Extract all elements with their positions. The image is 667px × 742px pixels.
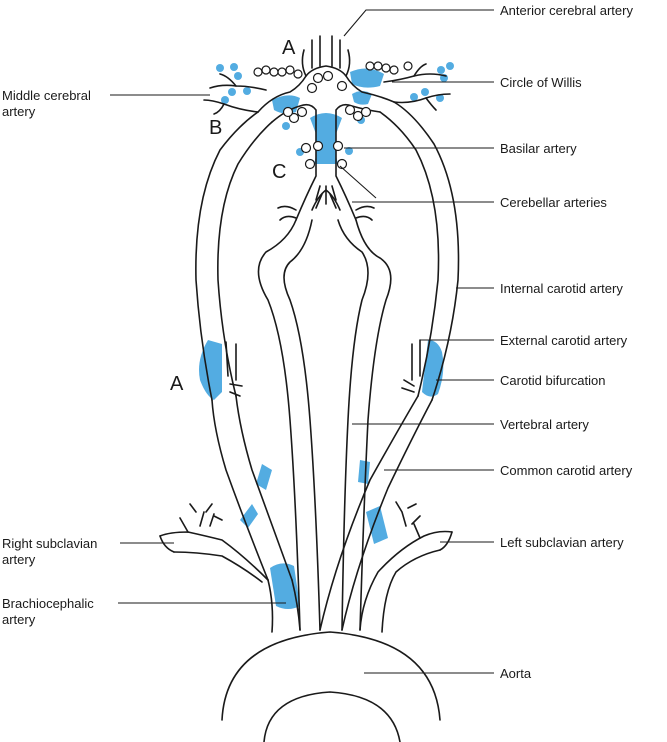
embolus-dot [282, 122, 290, 130]
label-brachiocephalic-line2: artery [2, 612, 36, 627]
branch-node [403, 61, 413, 71]
left-vertebral-artery [337, 219, 392, 631]
left-willis-highlight [350, 68, 384, 88]
embolus-dot [410, 93, 418, 101]
label-carotid-bifurcation: Carotid bifurcation [500, 373, 606, 388]
branch-node [332, 140, 344, 152]
label-right-subclavian-line2: artery [2, 552, 36, 567]
embolus-dot [446, 62, 454, 70]
branch-node [304, 158, 316, 170]
left-subclavian-artery [359, 501, 453, 633]
branch-node [360, 106, 372, 118]
basilar-highlight [310, 113, 342, 164]
embolus-dot [437, 66, 445, 74]
embolus-dot [216, 64, 224, 72]
marker-a-top: A [282, 37, 296, 59]
embolus-dot [221, 96, 229, 104]
right-vertebral-artery [257, 219, 321, 631]
cerebellar-branches [277, 185, 375, 221]
embolus-dot [228, 88, 236, 96]
branch-node [322, 70, 334, 82]
highlight-regions [199, 62, 454, 609]
label-anterior-cerebral-artery: Anterior cerebral artery [500, 3, 633, 18]
branch-node [300, 142, 312, 154]
leader-lines [110, 9, 494, 674]
branch-node [288, 112, 300, 124]
branch-node [336, 80, 348, 92]
branch-node [312, 140, 324, 152]
branch-node [269, 67, 279, 77]
branch-nodes [253, 61, 413, 170]
branch-node [253, 67, 263, 77]
branch-node [389, 65, 399, 75]
embolus-dot [243, 87, 251, 95]
embolus-dot [230, 63, 238, 71]
branch-node [352, 110, 364, 122]
marker-c: C [272, 161, 286, 183]
left-common-carotid-highlight [358, 460, 370, 484]
aorta [221, 631, 441, 742]
brachiocephalic-highlight [270, 563, 300, 609]
label-cerebellar-arteries: Cerebellar arteries [500, 195, 607, 210]
label-circle-of-willis: Circle of Willis [500, 75, 582, 90]
label-middle-cerebral-line1: Middle cerebral [2, 88, 91, 103]
right-common-carotid-highlight [256, 464, 272, 490]
left-mca-highlight [352, 91, 372, 105]
middle-cerebral-arteries [203, 63, 451, 115]
label-common-carotid-artery: Common carotid artery [500, 463, 633, 478]
label-internal-carotid-artery: Internal carotid artery [500, 281, 623, 296]
branch-node [365, 61, 375, 71]
marker-b: B [209, 117, 222, 139]
right-common-carotid-artery [211, 395, 293, 581]
branch-node [296, 106, 308, 118]
branch-node [285, 65, 295, 75]
embolus-dot [234, 72, 242, 80]
left-common-carotid-artery [319, 395, 433, 631]
branch-node [293, 69, 303, 79]
branch-node [306, 82, 318, 94]
label-external-carotid-artery: External carotid artery [500, 333, 628, 348]
right-subclavian-artery [159, 503, 269, 583]
label-right-subclavian-line1: Right subclavian [2, 536, 97, 551]
branch-node [282, 106, 294, 118]
embolus-dot [421, 88, 429, 96]
label-aorta: Aorta [500, 666, 532, 681]
label-vertebral-artery: Vertebral artery [500, 417, 589, 432]
branch-node [373, 61, 383, 71]
branch-node [381, 63, 391, 73]
external-carotid-arteries [225, 339, 421, 397]
embolus-dot [345, 147, 353, 155]
branch-node [312, 72, 324, 84]
left-subclavian-origin-highlight [366, 506, 388, 544]
branch-node [261, 65, 271, 75]
label-middle-cerebral-line2: artery [2, 104, 36, 119]
label-basilar-artery: Basilar artery [500, 141, 577, 156]
branch-node [277, 67, 287, 77]
marker-a-left: A [170, 373, 184, 395]
left-internal-carotid-artery [379, 101, 460, 401]
embolus-dot [436, 94, 444, 102]
label-left-subclavian-artery: Left subclavian artery [500, 535, 624, 550]
label-brachiocephalic-line1: Brachiocephalic [2, 596, 94, 611]
branch-node [344, 104, 356, 116]
